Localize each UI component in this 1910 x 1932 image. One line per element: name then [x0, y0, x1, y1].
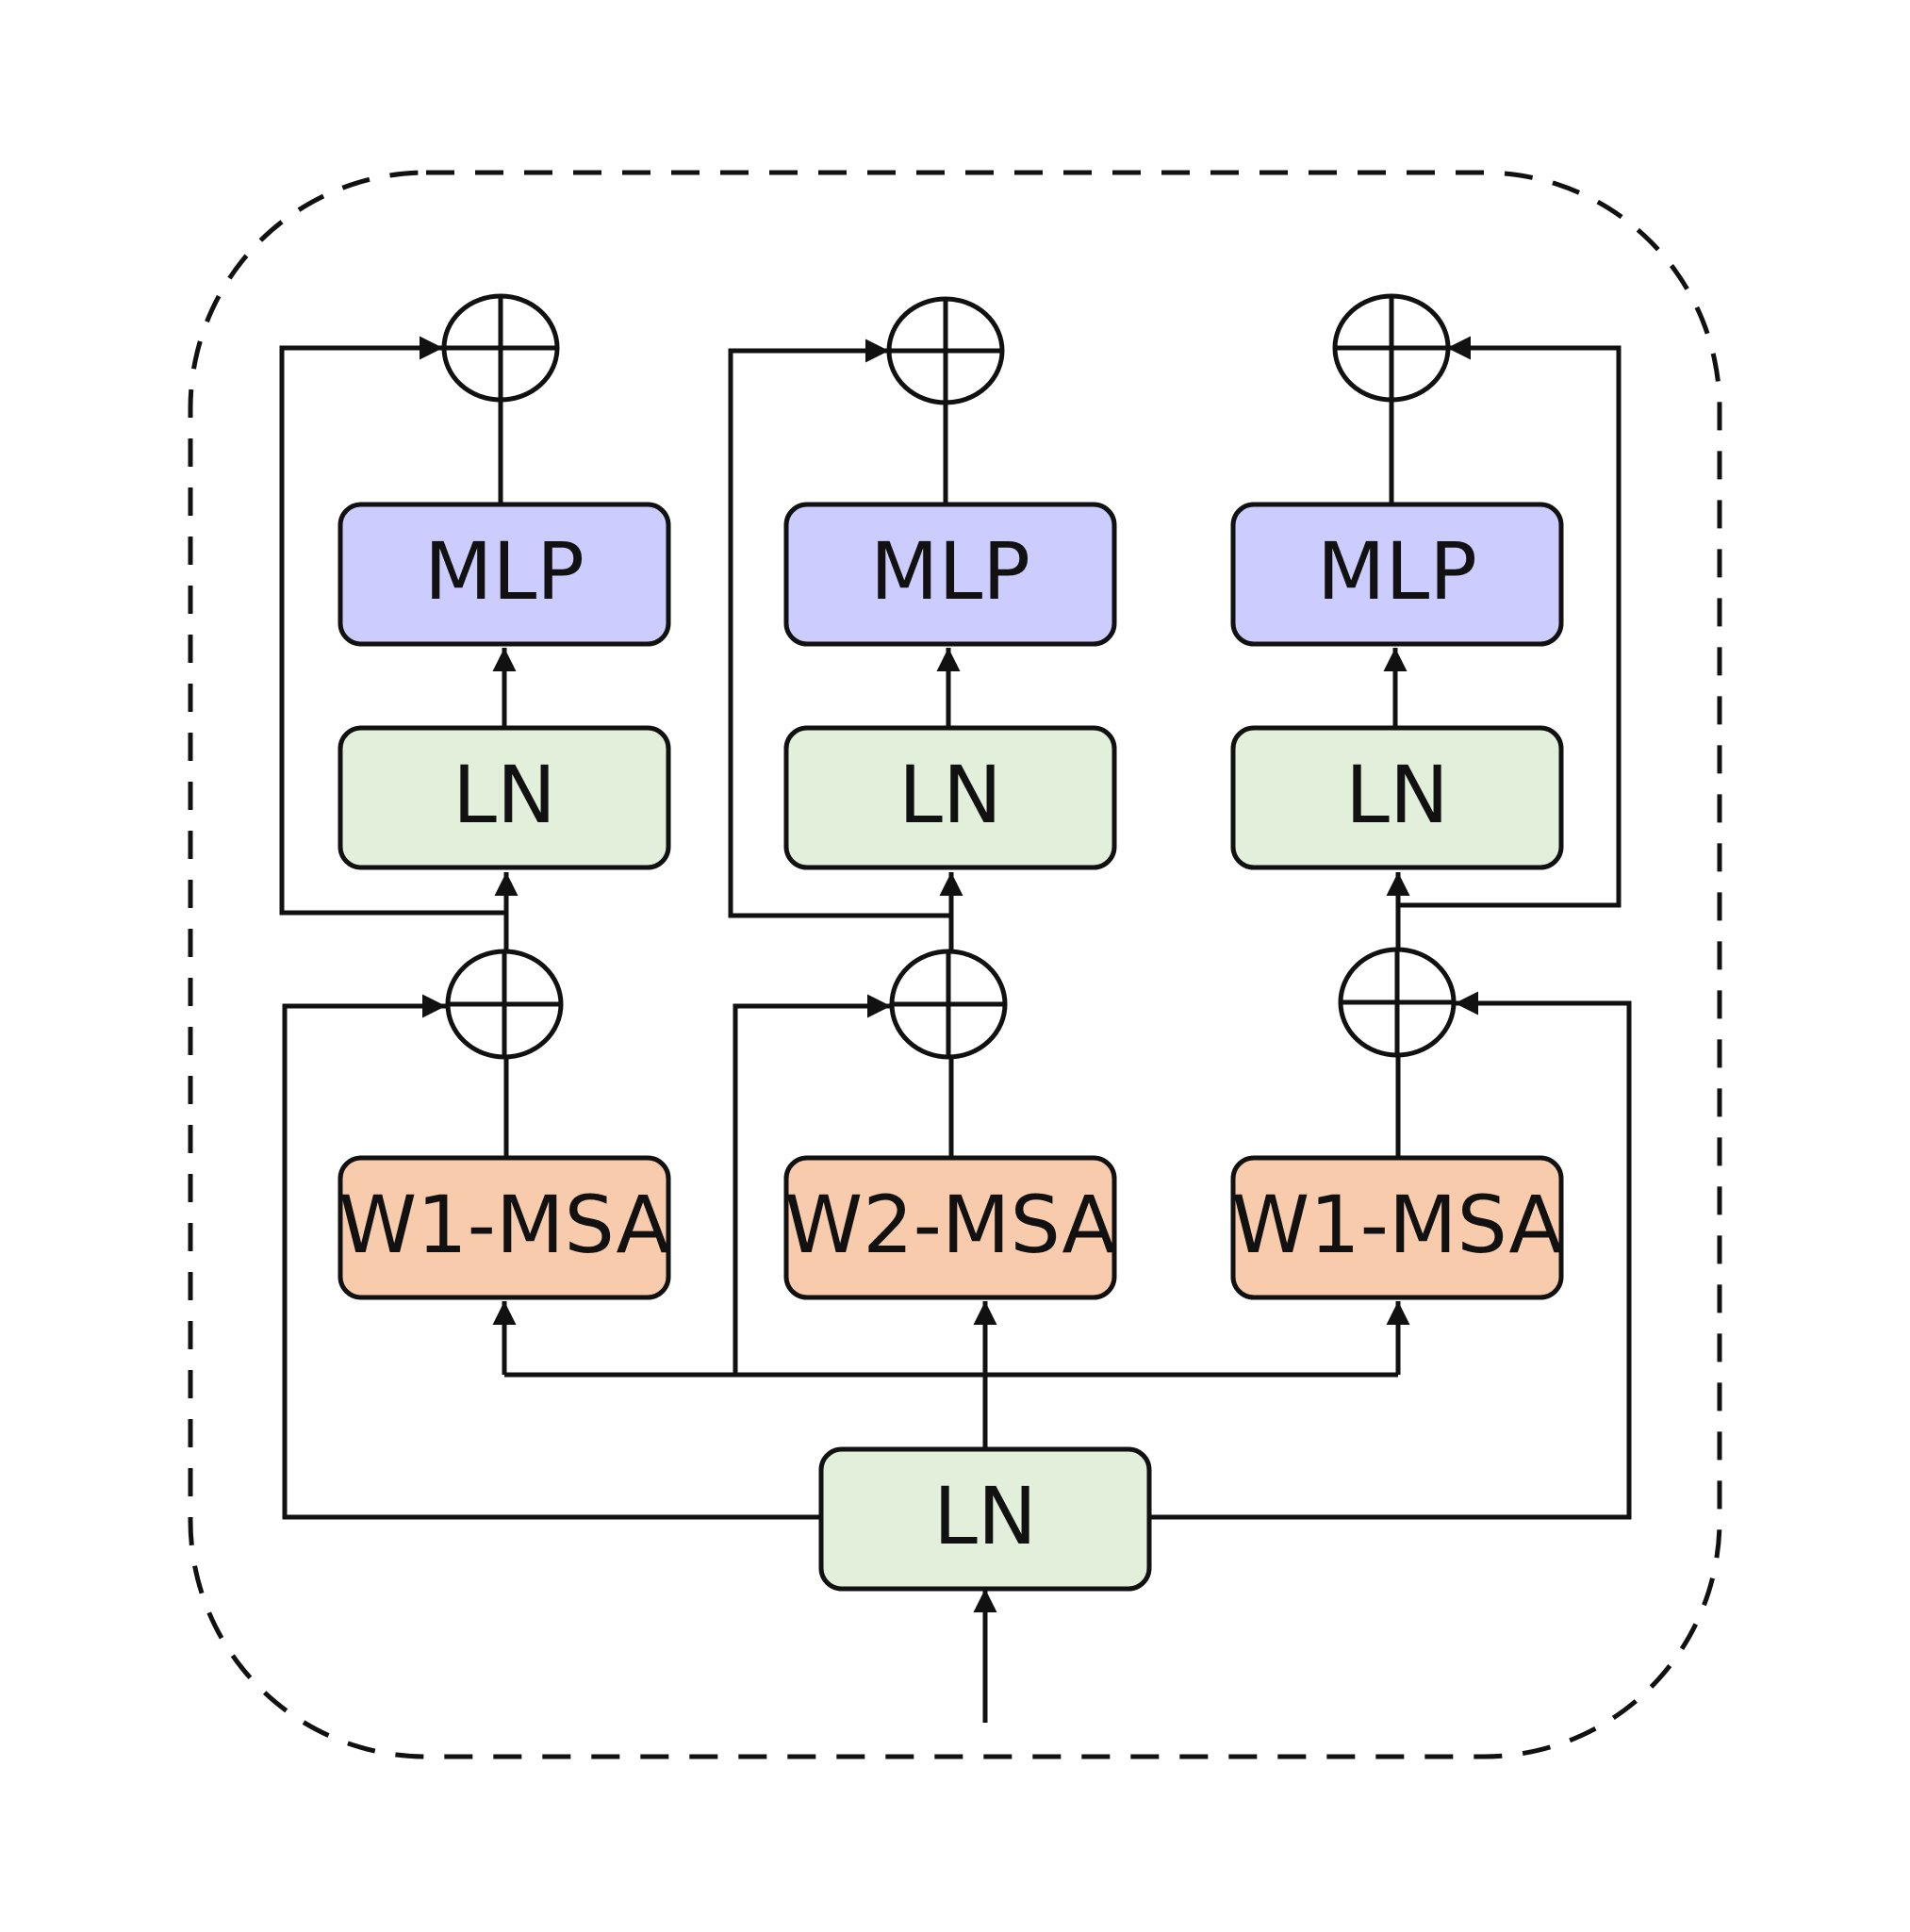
add-node-top-left	[441, 293, 560, 403]
add-node-top-right	[1332, 293, 1451, 403]
add-node-bottom-right	[1338, 947, 1457, 1058]
residual-middle-inner	[728, 339, 951, 918]
add-node-bottom-middle	[889, 949, 1008, 1060]
residual-right-inner	[1398, 336, 1622, 908]
ln-box-2	[783, 725, 1117, 870]
add-nodes	[441, 293, 1457, 1060]
add-node-top-middle	[886, 296, 1005, 405]
input-ln-label: LN	[933, 1470, 1037, 1562]
mlp-box-2	[783, 502, 1117, 647]
mlp-label-1: MLP	[424, 525, 585, 618]
branch-3: MLP LN W1-MSA	[1230, 502, 1564, 1300]
msa-label-2: W2-MSA	[784, 1179, 1116, 1271]
ln-box-3	[1230, 725, 1564, 870]
input-ln-box	[818, 1446, 1152, 1592]
msa-label-3: W1-MSA	[1231, 1179, 1563, 1271]
msa-box-2	[783, 1155, 1117, 1300]
connections	[279, 336, 1632, 1723]
msa-label-1: W1-MSA	[338, 1179, 670, 1271]
residual-right-outer	[1149, 991, 1632, 1520]
mlp-label-3: MLP	[1317, 525, 1477, 618]
ln-label-3: LN	[1345, 749, 1449, 841]
branch-2: MLP LN W2-MSA	[783, 502, 1117, 1300]
branch-1: MLP LN W1-MSA	[338, 502, 671, 1300]
mlp-label-2: MLP	[870, 525, 1030, 618]
ln-label-1: LN	[453, 749, 556, 841]
block-container	[188, 170, 1722, 1759]
residual-left-outer	[282, 994, 821, 1520]
mlp-box-3	[1230, 502, 1564, 647]
add-node-bottom-left	[445, 949, 564, 1060]
residual-middle-outer	[733, 994, 891, 1375]
mlp-box-1	[338, 502, 671, 647]
residual-left-inner	[279, 336, 504, 916]
ln-label-2: LN	[898, 749, 1002, 841]
ln-box-1	[338, 725, 671, 870]
msa-box-1	[338, 1155, 671, 1300]
msa-box-3	[1230, 1155, 1564, 1300]
